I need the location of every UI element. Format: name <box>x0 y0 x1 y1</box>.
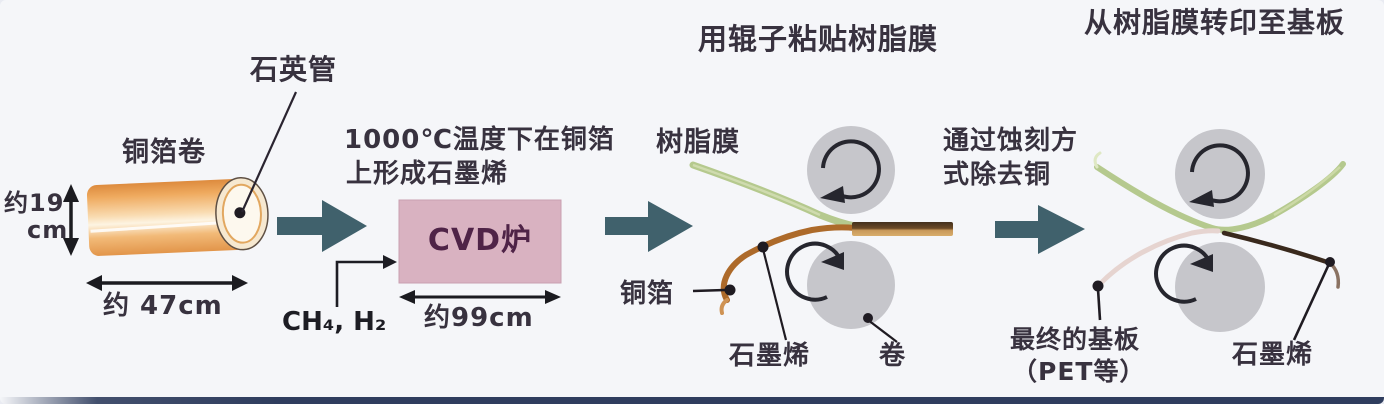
substrate-label-line2: （PET等） <box>1012 357 1146 386</box>
substrate-label-line1: 最终的基板 <box>1010 325 1141 354</box>
gas-inlet-line <box>335 255 397 307</box>
height-dim-value: 约19 <box>4 189 65 217</box>
transfer-rollers-graphic <box>1092 129 1346 341</box>
transfer-title: 从树脂膜转印至基板 <box>1084 6 1346 39</box>
width-dimension-arrow <box>86 275 248 291</box>
graphene-dot-2 <box>1325 257 1335 267</box>
process-arrow-2 <box>605 201 693 252</box>
quartz-tube-label: 石英管 <box>250 53 338 86</box>
bottom-edge-strip <box>0 397 1384 404</box>
laminating-title: 用辊子粘贴树脂膜 <box>698 22 939 56</box>
top-roller <box>807 126 895 214</box>
quartz-leader-line <box>240 91 298 213</box>
process-arrow-1 <box>277 200 367 252</box>
copper-foil-label: 铜箔 <box>620 279 675 309</box>
bottom-roller <box>807 241 895 329</box>
laminating-rollers-graphic <box>689 126 953 343</box>
laminated-output-strip <box>852 222 953 236</box>
bottom-roller-2 <box>1175 242 1265 332</box>
height-dimension-arrow <box>63 184 79 256</box>
graphene-dot <box>757 241 769 253</box>
graphene-label-2: 石墨烯 <box>1232 340 1314 370</box>
length-dim-value: 约99cm <box>424 303 534 333</box>
top-roller-2 <box>1175 129 1265 219</box>
substrate-dot <box>1092 280 1104 292</box>
gas-label: CH₄, H₂ <box>282 307 387 337</box>
length-dimension-arrow <box>399 290 561 304</box>
cvd-caption-line2: 上形成石墨烯 <box>346 159 509 189</box>
roll-dot <box>863 313 873 323</box>
process-arrow-3 <box>995 205 1085 254</box>
cvd-furnace-label: CVD炉 <box>427 223 533 258</box>
rotation-arrows <box>785 139 881 302</box>
copper-roll-graphic <box>63 91 298 291</box>
width-dim-value: 约 47cm <box>103 291 223 321</box>
etch-caption-line1: 通过蚀刻方 <box>943 126 1079 156</box>
height-dim-unit: cm <box>27 216 69 244</box>
resin-film-label: 树脂膜 <box>656 127 740 158</box>
copper-film-curve <box>720 224 858 303</box>
roll-label: 卷 <box>879 341 907 371</box>
graphene-film-curve <box>1221 230 1333 266</box>
substrate-film-curve <box>1096 228 1221 288</box>
rotation-arrows-2 <box>1154 143 1250 304</box>
copper-foil-dot <box>724 284 736 296</box>
etch-caption-line2: 式除去铜 <box>943 160 1052 190</box>
cvd-furnace-graphic <box>335 199 562 307</box>
graphene-label: 石墨烯 <box>729 341 811 371</box>
cvd-caption-line1: 1000℃温度下在铜箔 <box>344 125 615 155</box>
copper-roll-label: 铜箔卷 <box>122 137 206 168</box>
